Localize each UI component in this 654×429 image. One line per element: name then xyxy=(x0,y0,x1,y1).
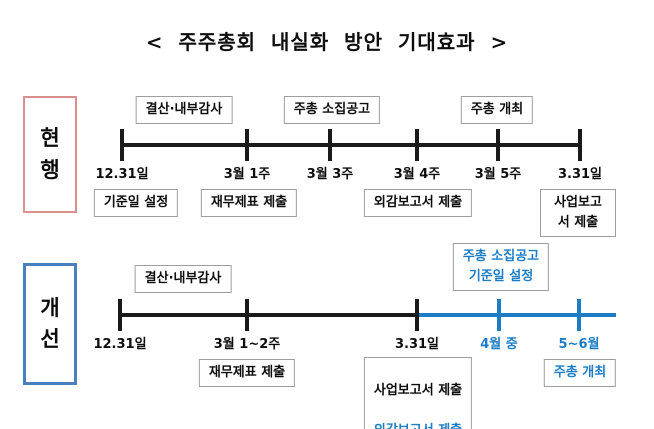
current-tick-331 xyxy=(578,129,582,161)
event-box-meeting-held-current: 주총 개최 xyxy=(460,96,534,125)
business-report-line: 사업보고서 제출 xyxy=(373,383,463,399)
current-tick-date: 12.31일 xyxy=(95,167,149,182)
improved-tick-date: 3.31일 xyxy=(394,337,440,352)
current-tick-date: 3.31일 xyxy=(557,167,603,182)
diagram-title: < 주주총회 내실화 방안 기대효과 > xyxy=(145,30,509,54)
improved-tick-1231 xyxy=(118,299,122,331)
current-tick-date: 3월 3주 xyxy=(306,167,354,182)
event-box-record-date-current: 기준일 설정 xyxy=(93,189,179,218)
audit-report-line-highlighted: 외감보고서 제출 xyxy=(374,421,462,429)
event-box-settlement-audit-improved: 결산·내부감사 xyxy=(134,265,232,294)
event-box-business-audit-report-improved: 사업보고서 제출 외감보고서 제출 xyxy=(363,357,473,429)
event-box-financial-statements-improved: 재무제표 제출 xyxy=(198,359,296,388)
event-box-notice-record-date-improved: 주총 소집공고 기준일 설정 xyxy=(452,243,550,292)
event-box-audit-report-current: 외감보고서 제출 xyxy=(363,189,473,218)
event-box-meeting-notice-current: 주총 소집공고 xyxy=(283,96,381,125)
event-box-financial-statements-current: 재무제표 제출 xyxy=(200,189,298,218)
improved-tick-april xyxy=(497,299,501,331)
improved-timeline-line-black xyxy=(118,313,419,317)
improved-tick-date-highlighted: 4월 중 xyxy=(480,337,518,352)
current-tick-mar-week3 xyxy=(328,129,332,161)
improved-tick-date: 3월 1~2주 xyxy=(213,337,281,352)
current-tick-date: 3월 1주 xyxy=(223,167,271,182)
improved-tick-331 xyxy=(415,299,419,331)
section-frame-improved: 개 선 xyxy=(23,263,77,385)
event-box-business-report-current: 사업보고서 제출 xyxy=(540,189,616,238)
event-box-meeting-held-improved: 주총 개최 xyxy=(543,359,617,388)
section-frame-current: 현 행 xyxy=(23,96,77,213)
improved-timeline-line-blue xyxy=(419,313,616,317)
current-timeline-line xyxy=(120,143,582,147)
current-tick-mar-week4 xyxy=(415,129,419,161)
event-box-settlement-audit-current: 결산·내부감사 xyxy=(135,96,233,125)
section-label-improved: 개 선 xyxy=(40,295,60,352)
improved-tick-date-highlighted: 5~6월 xyxy=(558,337,600,352)
current-tick-mar-week1 xyxy=(245,129,249,161)
improved-tick-date: 12.31일 xyxy=(93,337,147,352)
section-label-current: 현 행 xyxy=(40,126,60,182)
current-tick-mar-week5 xyxy=(496,129,500,161)
improved-tick-may-june xyxy=(577,299,581,331)
improved-tick-mar-week12 xyxy=(245,299,249,331)
current-tick-date: 3월 4주 xyxy=(393,167,441,182)
current-tick-1231 xyxy=(120,129,124,161)
current-tick-date: 3월 5주 xyxy=(474,167,522,182)
